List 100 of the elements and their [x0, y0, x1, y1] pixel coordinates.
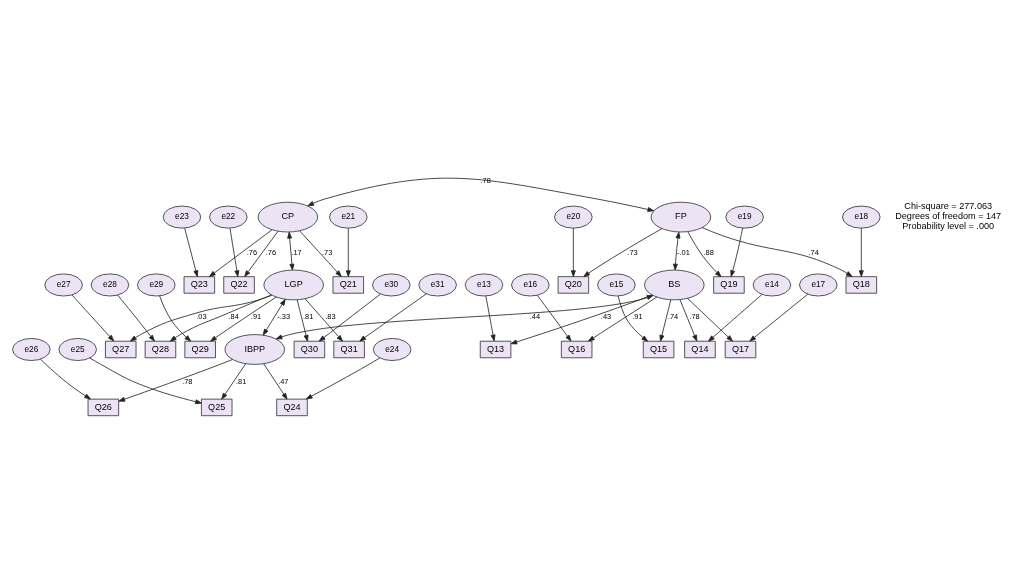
arrow — [687, 298, 733, 342]
node-box: Q16 — [560, 340, 593, 359]
arrow — [708, 294, 763, 342]
edge-label: .91 — [632, 312, 643, 322]
node-ellipse: e31 — [418, 273, 457, 297]
arrow — [701, 227, 853, 277]
arrow — [275, 295, 654, 340]
arrow — [673, 231, 681, 271]
edge-label: .78 — [480, 176, 491, 186]
arrow — [221, 363, 246, 400]
node-box: Q21 — [332, 276, 364, 294]
edge-label: .74 — [667, 312, 679, 322]
arrow — [536, 294, 572, 342]
edge-label: .88 — [703, 247, 714, 257]
node-box: Q22 — [223, 276, 255, 294]
node-ellipse: e30 — [372, 273, 411, 297]
edge-label: .84 — [228, 312, 239, 322]
node-box: Q14 — [684, 340, 716, 359]
arrow — [118, 359, 233, 402]
node-ellipse: e27 — [44, 273, 83, 297]
arrow — [510, 294, 653, 345]
edge-label: .47 — [278, 376, 289, 386]
node-ellipse: e26 — [12, 338, 51, 361]
arrow — [304, 298, 343, 342]
arrow — [244, 230, 279, 277]
node-box: Q13 — [479, 340, 512, 359]
node-ellipse: e13 — [464, 273, 504, 297]
arrow — [296, 299, 309, 342]
edge-label: .81 — [235, 376, 247, 386]
arrow — [318, 293, 381, 342]
node-ellipse: e14 — [752, 273, 792, 297]
arrow — [679, 299, 698, 342]
node-ellipse: e15 — [597, 273, 636, 297]
edge-label: .73 — [322, 247, 333, 257]
node-ellipse: e17 — [799, 273, 838, 297]
edge-label: .03 — [196, 312, 207, 322]
arrow — [184, 227, 199, 277]
arrow — [229, 227, 240, 277]
node-box: Q20 — [557, 276, 590, 294]
node-box: Q17 — [724, 340, 757, 359]
edge-label: .83 — [325, 312, 336, 322]
arrow — [485, 295, 496, 342]
arrow — [305, 357, 381, 400]
arrow — [287, 231, 295, 271]
label: Degrees of freedom = 147 — [895, 211, 1002, 222]
arrow — [659, 299, 672, 342]
edge-label: .81 — [302, 312, 314, 322]
arrow — [307, 177, 655, 212]
node-ellipse: e23 — [162, 205, 202, 229]
arrow — [583, 228, 663, 277]
arrow — [117, 294, 155, 342]
arrow — [130, 294, 273, 342]
node-box: Q24 — [276, 398, 308, 417]
node-ellipse: e21 — [329, 205, 368, 229]
arrow — [40, 358, 91, 400]
arrow — [71, 294, 115, 342]
node-box: Q31 — [333, 340, 365, 359]
edge-label: -.01 — [677, 247, 690, 257]
arrow — [89, 357, 202, 405]
arrow — [687, 231, 722, 278]
node-ellipse: e25 — [58, 338, 97, 361]
node-box: Q25 — [201, 398, 233, 417]
node-ellipse: e18 — [842, 205, 881, 229]
arrow — [209, 229, 273, 277]
node-box: Q30 — [293, 340, 326, 359]
arrow — [210, 296, 277, 342]
node-box: Q27 — [105, 340, 137, 359]
arrow — [159, 295, 192, 342]
node-ellipse: e16 — [511, 273, 550, 297]
node-box: Q23 — [183, 276, 216, 294]
edge-label: .91 — [250, 312, 262, 322]
edge-label: .78 — [689, 312, 700, 322]
edge-label: .78 — [182, 376, 193, 386]
node-ellipse: e19 — [725, 205, 764, 229]
node-ellipse: LGP — [263, 269, 324, 301]
node-box: Q19 — [713, 276, 745, 294]
edge-label: .44 — [529, 312, 541, 322]
arrow — [359, 293, 427, 342]
edge-label: .76 — [265, 247, 277, 257]
node-box: Q28 — [144, 340, 177, 359]
node-box: Q29 — [184, 340, 216, 359]
arrow — [730, 227, 744, 277]
arrow — [588, 296, 658, 342]
node-ellipse: e28 — [90, 273, 130, 297]
arrow — [749, 293, 809, 342]
arrow — [299, 230, 342, 277]
arrow — [345, 227, 351, 277]
arrow — [858, 227, 864, 277]
node-box: Q15 — [642, 340, 675, 359]
node-box: Q26 — [87, 398, 120, 417]
edge-label: .17 — [291, 247, 302, 257]
arrow — [262, 299, 286, 336]
node-ellipse: FP — [650, 201, 712, 233]
edge-label: -.33 — [277, 312, 291, 322]
arrow — [169, 294, 272, 342]
edge-label: .73 — [627, 247, 638, 257]
arrow — [570, 227, 576, 277]
edge-label: .43 — [600, 312, 612, 322]
node-ellipse: e22 — [209, 205, 248, 229]
edge-label: .76 — [246, 247, 258, 257]
